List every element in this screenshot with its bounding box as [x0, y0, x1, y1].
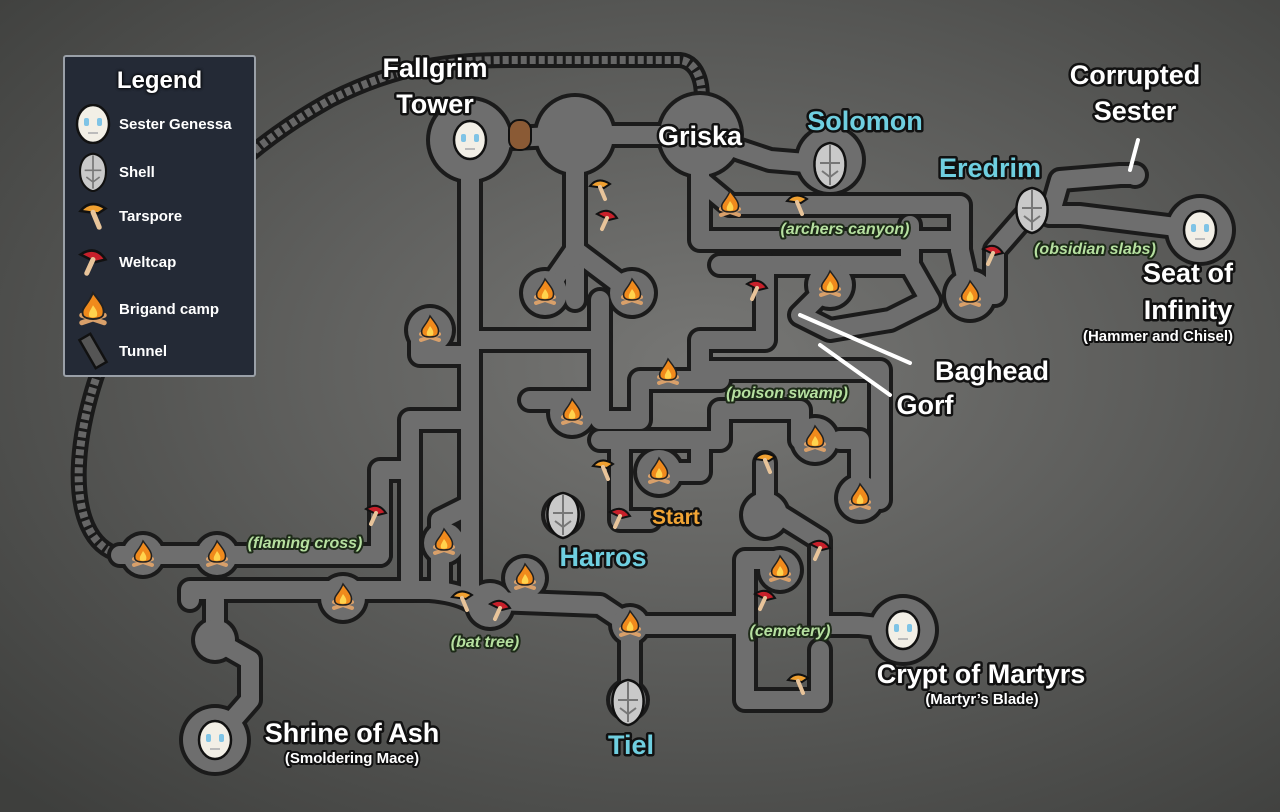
label-baghead: Baghead — [935, 356, 1049, 386]
legend-item-tunnel: Tunnel — [75, 331, 167, 371]
legend-label: Tunnel — [119, 342, 168, 360]
label-corrupted-sester-line2: Sester — [1094, 96, 1177, 126]
room — [537, 97, 613, 173]
label-harros: Harros — [559, 542, 646, 572]
leader-lines — [798, 138, 1140, 397]
shell-helmet-icon — [78, 152, 108, 192]
legend-title: Legend — [116, 67, 203, 94]
corridor — [691, 171, 969, 249]
label-shrine-reward: (Smoldering Mace) — [285, 750, 419, 767]
label-seat-line2: Infinity — [1144, 295, 1233, 325]
room — [743, 493, 787, 537]
sester-face-icon[interactable] — [197, 719, 233, 761]
legend-label: Sester Genessa — [119, 115, 232, 133]
area-bat-tree: (bat tree) — [451, 634, 519, 651]
area-poison-swamp: (poison swamp) — [726, 385, 848, 402]
area-archers-canyon: (archers canyon) — [781, 221, 910, 238]
label-solomon: Solomon — [807, 106, 923, 136]
weltcap-mushroom-icon — [75, 242, 111, 282]
sester-face-icon[interactable] — [452, 119, 488, 161]
legend-item-weltcap: Weltcap — [75, 242, 176, 282]
campfire-icon — [75, 289, 111, 329]
shell-helmet-icon[interactable] — [1015, 186, 1049, 235]
label-crypt-reward: (Martyr’s Blade) — [925, 691, 1038, 708]
label-seat-line1: Seat of — [1143, 258, 1234, 288]
legend-item-tarspore: Tarspore — [75, 196, 182, 236]
corridor — [691, 256, 889, 509]
label-corrupted-sester-line1: Corrupted — [1070, 60, 1201, 90]
corridor — [736, 616, 829, 709]
door-icon[interactable] — [508, 119, 532, 151]
label-tiel: Tiel — [608, 730, 654, 760]
label-fallgrim-line1: Fallgrim — [382, 53, 487, 83]
map-labels: Fallgrim Tower Griska Solomon Corrupted … — [246, 51, 1237, 770]
corridor — [431, 496, 479, 599]
sester-face-icon[interactable] — [1182, 209, 1218, 251]
area-cemetery: (cemetery) — [750, 623, 831, 640]
sester-face-icon[interactable] — [885, 609, 921, 651]
sester-face-icon — [75, 104, 111, 144]
tunnel-icon — [77, 332, 109, 370]
label-seat-reward: (Hammer and Chisel) — [1083, 328, 1233, 345]
shell-helmet-icon[interactable] — [813, 141, 847, 190]
label-fallgrim-line2: Tower — [396, 89, 474, 119]
shell-helmet-icon[interactable] — [546, 491, 580, 540]
corridor — [791, 256, 939, 339]
legend-label: Weltcap — [119, 253, 177, 271]
label-shrine: Shrine of Ash — [265, 718, 440, 748]
label-gorf: Gorf — [897, 390, 955, 420]
label-eredrim: Eredrim — [939, 153, 1041, 183]
map-icons — [132, 119, 1218, 761]
label-crypt: Crypt of Martyrs — [877, 659, 1086, 689]
legend-label: Shell — [119, 163, 155, 181]
legend-item-brigand-camp: Brigand camp — [75, 289, 219, 329]
tunnel-track — [70, 52, 710, 563]
corridor-network — [107, 91, 1236, 776]
room — [1125, 165, 1145, 185]
legend-item-sester-genessa: Sester Genessa — [75, 104, 232, 144]
room — [195, 620, 235, 660]
area-obsidian-slabs: (obsidian slabs) — [1034, 241, 1156, 258]
area-flaming-cross: (flaming cross) — [248, 535, 363, 552]
legend-panel: Legend Sester Genessa Shell Tarspore Wel… — [63, 55, 256, 377]
label-start: Start — [652, 506, 700, 529]
tarspore-mushroom-icon — [75, 196, 111, 236]
legend-label: Brigand camp — [119, 300, 220, 318]
label-griska: Griska — [658, 121, 743, 151]
room — [660, 95, 740, 175]
legend-label: Tarspore — [119, 207, 183, 225]
shell-helmet-icon[interactable] — [611, 678, 645, 727]
legend-item-shell: Shell — [75, 152, 155, 192]
corridor — [1041, 206, 1209, 239]
